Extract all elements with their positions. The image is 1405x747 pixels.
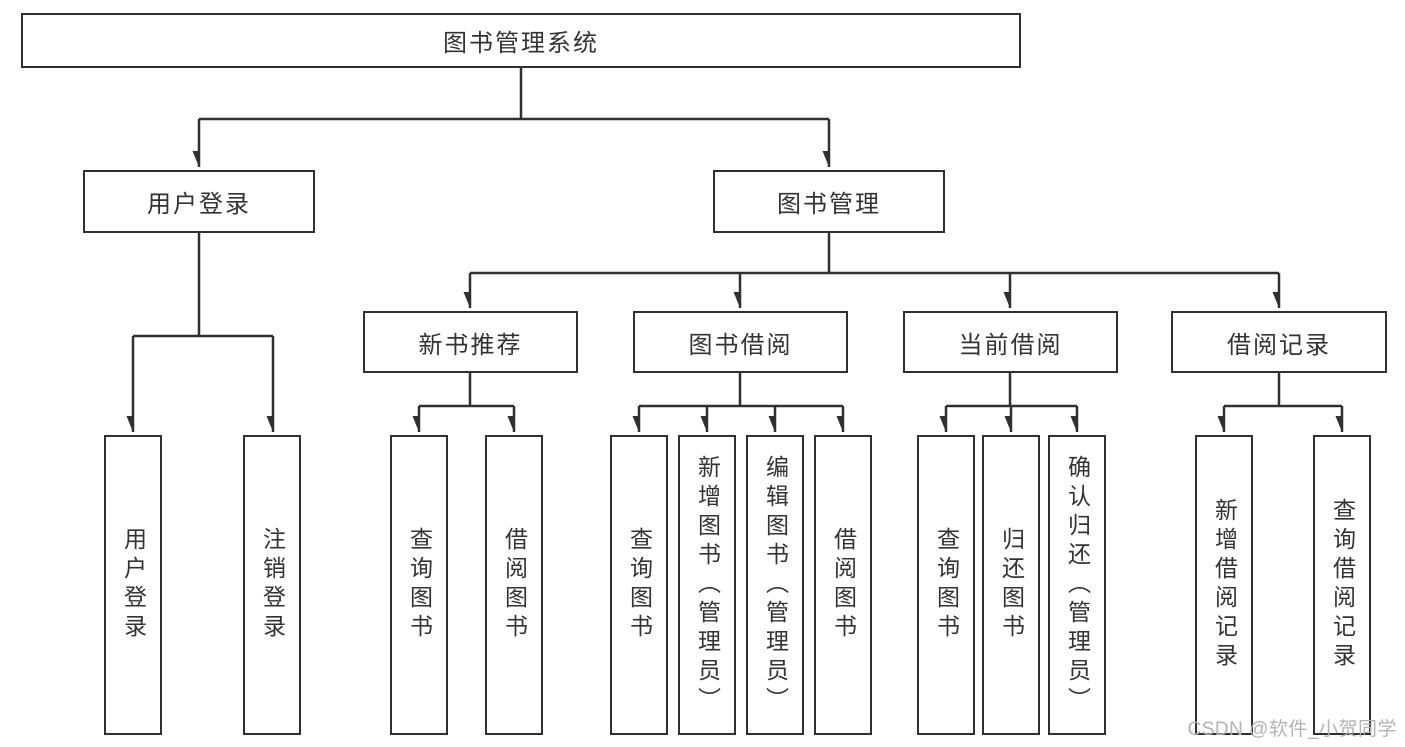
node-current-borrowing: 当前借阅 bbox=[903, 311, 1118, 373]
leaf-records-add-borrow-record: 新增借阅记录 bbox=[1195, 435, 1253, 735]
node-book-borrowing: 图书借阅 bbox=[633, 311, 848, 373]
leaf-borrowing-borrow-books: 借阅图书 bbox=[814, 435, 872, 735]
node-borrowing-records: 借阅记录 bbox=[1171, 311, 1387, 373]
leaf-current-query-books: 查询图书 bbox=[917, 435, 975, 735]
leaf-current-confirm-return-admin: 确认归还（管理员） bbox=[1048, 435, 1106, 735]
node-user-login: 用户登录 bbox=[83, 170, 315, 233]
leaf-current-return-books: 归还图书 bbox=[982, 435, 1040, 735]
leaf-borrowing-query-books: 查询图书 bbox=[610, 435, 668, 735]
leaf-recommend-borrow-books: 借阅图书 bbox=[485, 435, 543, 735]
leaf-user-login: 用户登录 bbox=[104, 435, 162, 735]
node-book-management: 图书管理 bbox=[713, 170, 945, 233]
node-new-book-recommend: 新书推荐 bbox=[363, 311, 578, 373]
leaf-logout: 注销登录 bbox=[243, 435, 301, 735]
leaf-records-query-borrow-record: 查询借阅记录 bbox=[1313, 435, 1371, 735]
leaf-recommend-query-books: 查询图书 bbox=[390, 435, 448, 735]
node-library-management-system: 图书管理系统 bbox=[21, 13, 1021, 68]
leaf-borrowing-edit-books-admin: 编辑图书（管理员） bbox=[746, 435, 804, 735]
csdn-watermark: CSDN @软件_小贺同学 bbox=[1187, 719, 1397, 740]
leaf-borrowing-add-books-admin: 新增图书（管理员） bbox=[678, 435, 736, 735]
